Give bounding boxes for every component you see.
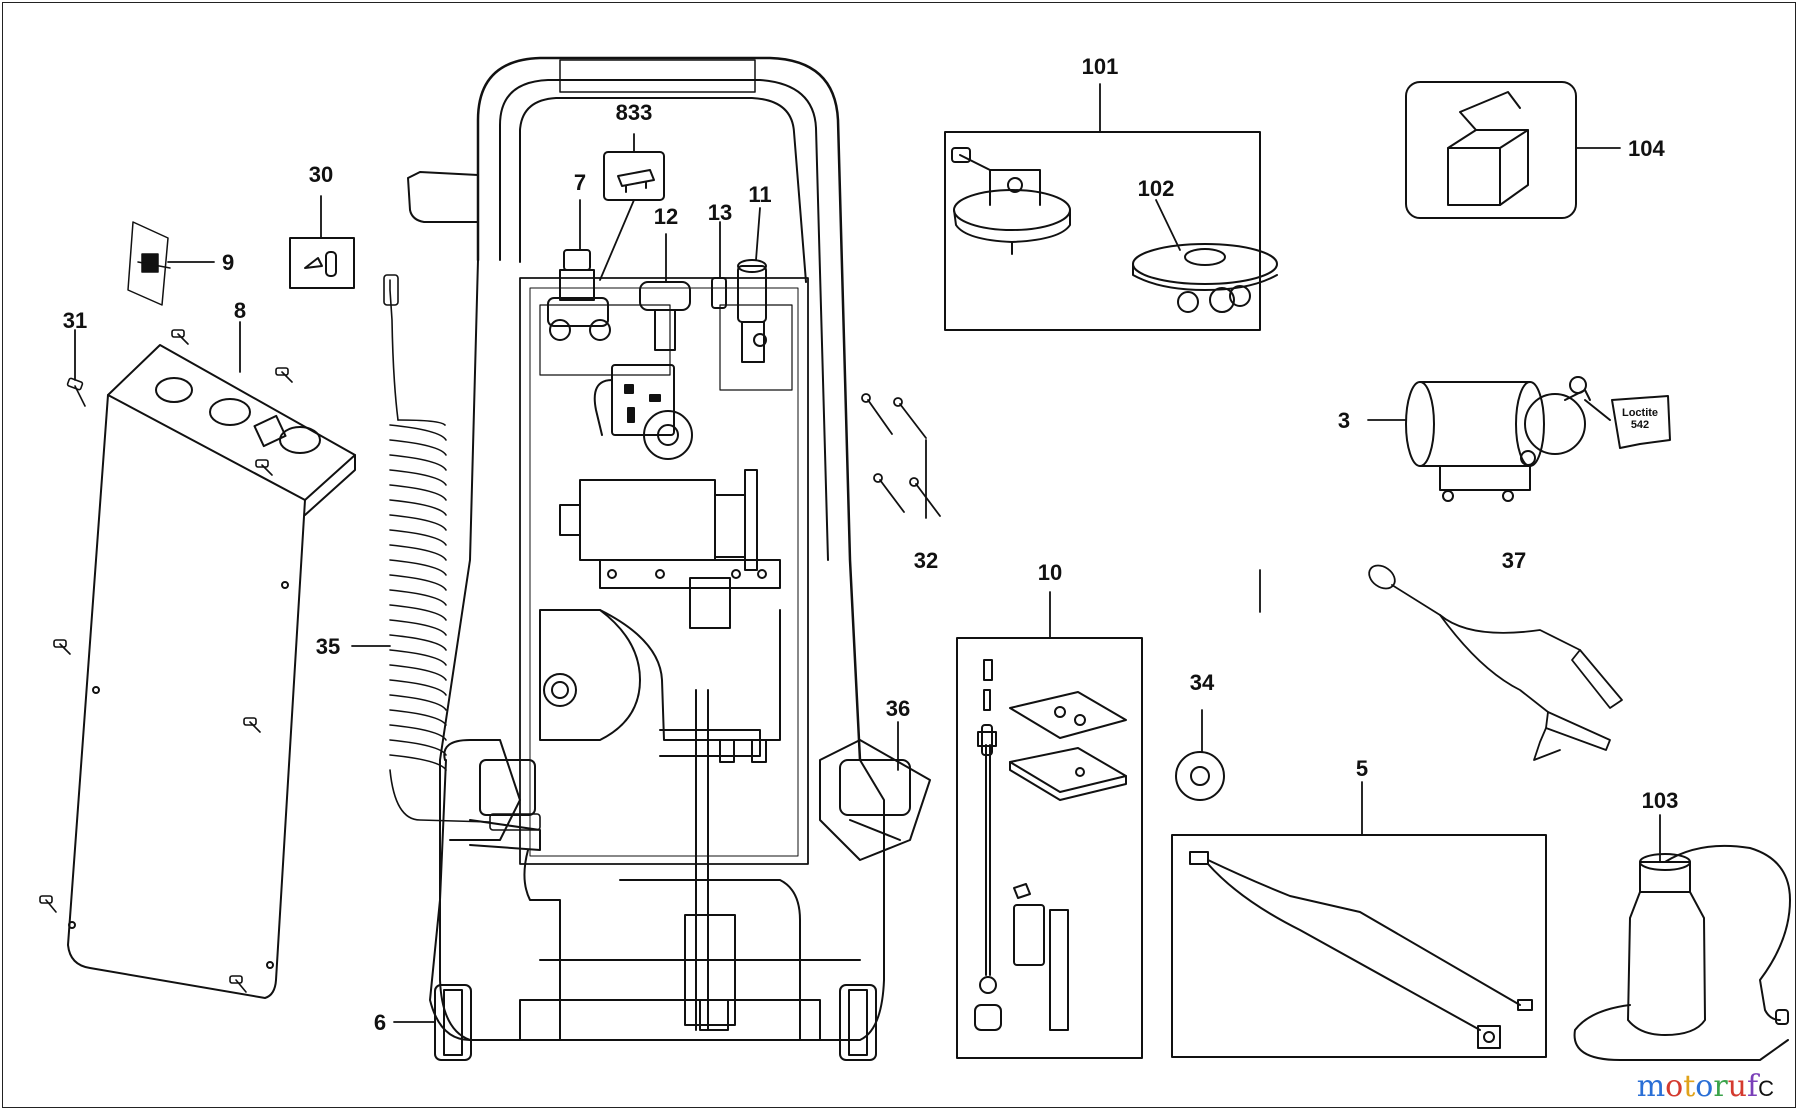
callout-103: 103 (1642, 788, 1679, 813)
pressure-gauge (639, 281, 691, 351)
callout-31: 31 (63, 308, 87, 333)
watermark-letter: o (1695, 1069, 1714, 1104)
callout-10: 10 (1038, 560, 1062, 585)
callout-labels: 101 102 104 833 7 12 13 11 30 9 31 8 3 3… (63, 54, 1679, 1035)
callout-7: 7 (574, 170, 586, 195)
callout-9: 9 (222, 250, 234, 275)
clamp-cable (1368, 564, 1623, 761)
panel-screws (39, 329, 293, 993)
leader-lines (74, 83, 1661, 1023)
cabinet-assembly (407, 56, 931, 1061)
cylinder-valve (737, 259, 767, 363)
long-screws (861, 393, 941, 517)
callout-104: 104 (1628, 136, 1665, 161)
motor-part-3 (1405, 376, 1611, 502)
part-833-box (603, 151, 665, 201)
callout-5: 5 (1356, 756, 1368, 781)
callout-3: 3 (1338, 408, 1350, 433)
wheel-left (434, 984, 472, 1061)
watermark-letter: f (1747, 1069, 1759, 1104)
part-5-box (1171, 834, 1547, 1058)
callout-30: 30 (309, 162, 333, 187)
loctite-label: Loctite (1622, 407, 1658, 419)
side-panel (67, 344, 356, 999)
washer-part-34 (1175, 751, 1225, 801)
wheel-right (839, 984, 877, 1061)
callout-11: 11 (748, 182, 771, 207)
part-101-box (944, 131, 1278, 331)
loctite-number: 542 (1631, 419, 1649, 431)
watermark-suffix: C (1758, 1076, 1774, 1101)
watermark-letter: o (1665, 1069, 1684, 1104)
watermark-text: motoruf (1637, 1069, 1758, 1104)
callout-833: 833 (616, 100, 653, 125)
callout-32: 32 (914, 548, 938, 573)
part-10-box (956, 637, 1143, 1059)
callout-37: 37 (1502, 548, 1526, 573)
callout-34: 34 (1190, 670, 1215, 695)
gauge-holder (819, 739, 931, 861)
watermark-letter: t (1683, 1069, 1696, 1104)
pump-block (559, 469, 781, 629)
callout-6: 6 (374, 1010, 386, 1035)
valve-knob (547, 249, 611, 341)
callout-12: 12 (654, 204, 678, 229)
coiled-hose (383, 274, 541, 831)
watermark: motorufC (1637, 1069, 1774, 1104)
callout-101: 101 (1082, 54, 1119, 79)
callout-13: 13 (708, 200, 732, 225)
watermark-letter: m (1636, 1069, 1666, 1104)
oil-bottle (1573, 844, 1791, 1061)
callout-36: 36 (886, 696, 910, 721)
callout-102: 102 (1138, 176, 1175, 201)
bracket-part-9 (127, 221, 171, 306)
part-30-box (289, 237, 355, 289)
watermark-letter: r (1713, 1069, 1728, 1104)
callout-35: 35 (316, 634, 340, 659)
watermark-letter: u (1727, 1069, 1747, 1104)
circuit-board (593, 364, 693, 460)
callout-8: 8 (234, 298, 246, 323)
loctite-tag (1611, 395, 1671, 449)
part-104-box (1405, 81, 1577, 219)
